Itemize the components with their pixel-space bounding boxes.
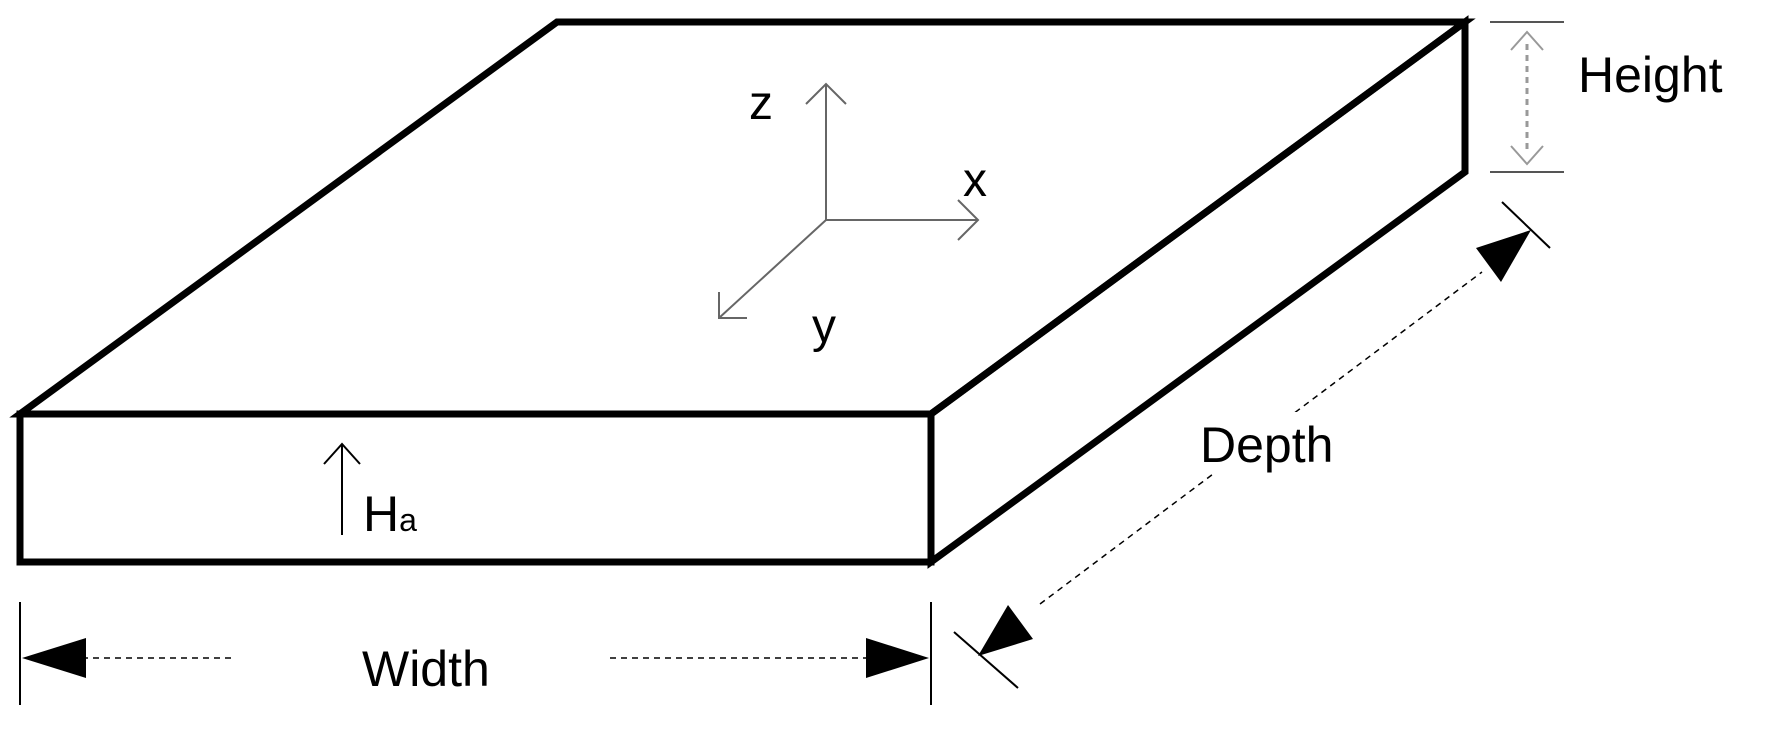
coordinate-axes <box>718 82 980 319</box>
width-left-arrowhead <box>22 638 86 678</box>
y-axis-arrowhead <box>718 292 747 319</box>
width-right-arrowhead <box>866 638 929 678</box>
ha-arrow <box>323 442 361 535</box>
ha-label: Ha <box>363 486 417 542</box>
x-axis-label: x <box>963 154 987 207</box>
z-axis-label: z <box>749 77 773 130</box>
z-axis-arrowhead <box>805 82 847 105</box>
slab <box>9 15 1476 569</box>
y-axis-line <box>718 219 827 319</box>
slab-top-face <box>9 18 1476 418</box>
height-dimension <box>1490 21 1564 173</box>
width-label: Width <box>362 641 490 697</box>
slab-front-face <box>16 410 935 566</box>
depth-top-arrowhead <box>1476 230 1531 282</box>
height-label: Height <box>1578 47 1723 103</box>
y-axis-label: y <box>812 300 836 353</box>
x-axis-arrowhead <box>957 199 980 241</box>
depth-label: Depth <box>1200 417 1333 473</box>
depth-bottom-arrowhead <box>978 605 1033 656</box>
width-dimension <box>19 602 932 705</box>
slab-side-face <box>927 15 1469 569</box>
